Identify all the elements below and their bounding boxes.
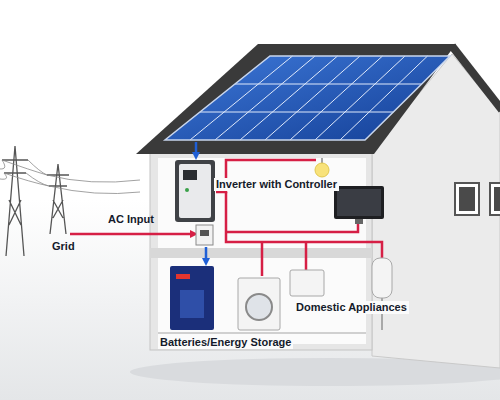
side-wall <box>150 150 372 350</box>
dc-arrow <box>195 142 198 156</box>
floor-line <box>158 332 366 334</box>
tower-lattice <box>2 146 28 256</box>
panel-line <box>290 56 383 140</box>
callout-label: AC Input <box>106 213 156 226</box>
breaker-switch <box>200 230 209 236</box>
panel-grid <box>190 56 428 140</box>
appliance <box>290 270 324 296</box>
roof <box>136 44 456 154</box>
dc-arrow <box>205 247 208 262</box>
panel-line <box>235 84 422 85</box>
washer-door <box>246 294 272 320</box>
power-line <box>26 160 49 186</box>
tv-monitor <box>334 186 384 219</box>
grid-feed <box>70 233 194 236</box>
window <box>455 183 479 215</box>
inverter-face <box>179 164 211 218</box>
battery-panel <box>180 290 204 318</box>
callout-label: Grid <box>50 240 77 253</box>
wire <box>226 222 358 232</box>
tv-stand <box>355 219 363 224</box>
battery-badge <box>176 274 190 279</box>
panel-line <box>200 112 393 113</box>
window-pane <box>494 187 500 211</box>
window <box>490 183 500 215</box>
inverter <box>175 160 215 222</box>
washing-machine <box>238 278 280 330</box>
callout-label: Batteries/Energy Storage <box>158 336 293 349</box>
light-bulb <box>315 163 329 177</box>
panel-line <box>340 56 428 140</box>
wire <box>305 242 308 270</box>
gable-roof-edge <box>452 46 500 110</box>
battery <box>170 266 214 330</box>
solar-panel <box>165 56 450 140</box>
power-line <box>0 173 140 194</box>
panel-line <box>190 56 293 140</box>
inverter-screen <box>183 170 197 180</box>
breaker-box <box>196 225 213 245</box>
water-heater <box>372 258 392 298</box>
power-tower <box>2 146 69 256</box>
power-lines <box>0 160 140 194</box>
callout-label: Domestic Appliances <box>294 301 409 314</box>
panel-line <box>265 56 360 140</box>
panel-line <box>315 56 405 140</box>
panel-line <box>215 56 315 140</box>
tower-lattice <box>47 164 69 234</box>
callout-label: Inverter with Controller <box>214 178 339 191</box>
indicator-led <box>185 188 189 192</box>
wire <box>261 242 264 276</box>
window-pane <box>459 187 475 211</box>
tv-screen <box>337 189 381 216</box>
panel-frame <box>165 56 450 140</box>
